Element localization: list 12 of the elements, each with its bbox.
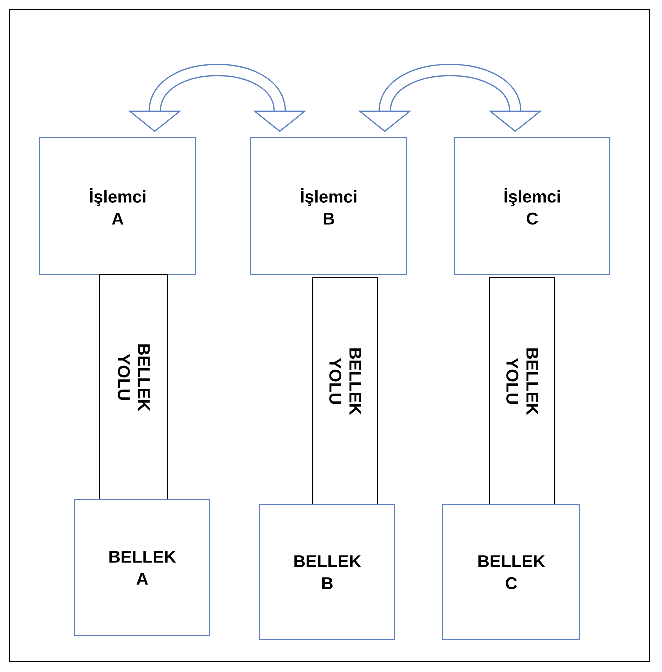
memory-box: BELLEK C: [442, 504, 580, 640]
memory-box: BELLEK A: [74, 500, 210, 636]
processor-box: İşlemci C: [454, 138, 610, 276]
bus-label: BELLEK YOLU: [330, 348, 362, 416]
bus-label: BELLEK YOLU: [506, 348, 538, 416]
memory-box: BELLEK B: [260, 504, 396, 640]
processor-box: İşlemci A: [40, 138, 196, 276]
bus-bar: [490, 278, 556, 506]
processor-box: İşlemci B: [250, 138, 408, 276]
bus-bar: [312, 278, 378, 506]
bus-bar: [100, 274, 168, 500]
bus-label: BELLEK YOLU: [118, 344, 150, 412]
